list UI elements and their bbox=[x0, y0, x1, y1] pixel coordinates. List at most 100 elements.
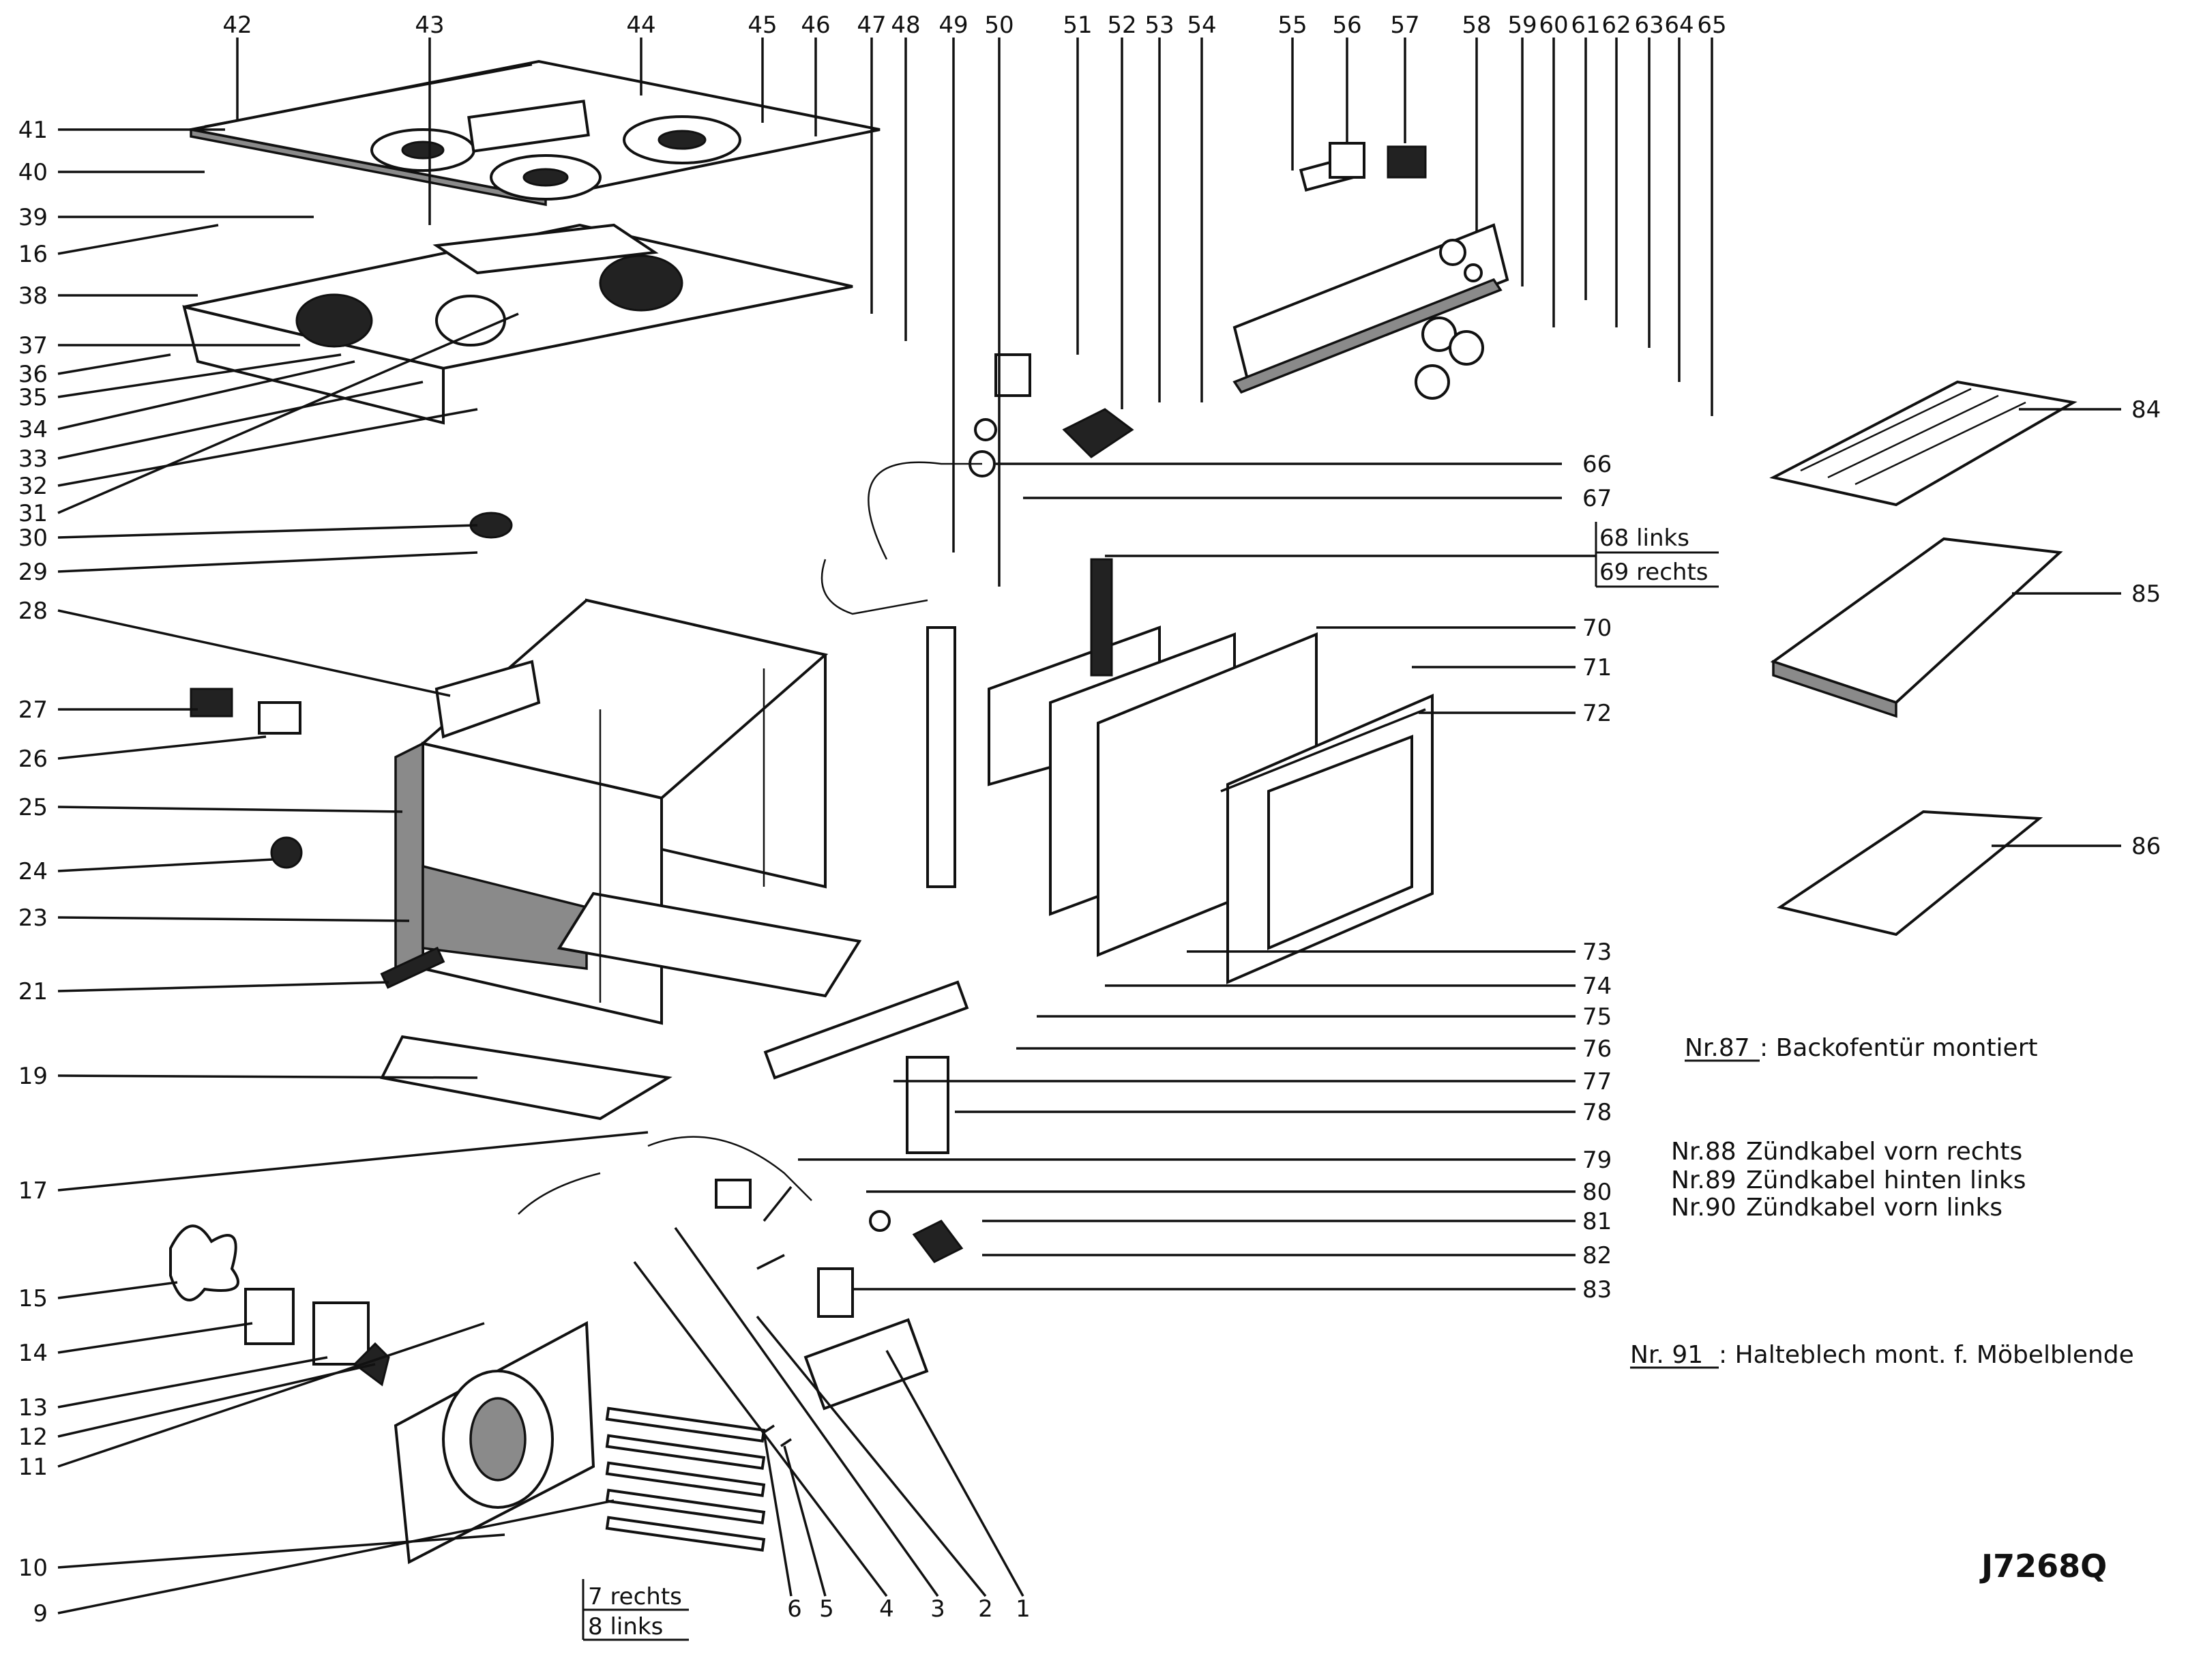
callout-86: 86 bbox=[2131, 833, 2161, 860]
oven-cavity-part bbox=[380, 598, 862, 1121]
callout-53: 53 bbox=[1144, 12, 1174, 39]
note-88-id: Nr.88 bbox=[1671, 1138, 1736, 1166]
callout-3: 3 bbox=[930, 1595, 945, 1623]
callout-21: 21 bbox=[18, 978, 48, 1005]
callout-37: 37 bbox=[18, 332, 48, 359]
callout-10: 10 bbox=[18, 1554, 48, 1582]
callout-39: 39 bbox=[18, 204, 48, 231]
note-91-id: Nr. 91 bbox=[1630, 1341, 1703, 1369]
callout-81: 81 bbox=[1582, 1208, 1612, 1235]
callout-17: 17 bbox=[18, 1177, 48, 1205]
callout-9: 9 bbox=[33, 1600, 48, 1627]
callout-33: 33 bbox=[18, 445, 48, 473]
note-90-id: Nr.90 bbox=[1671, 1194, 1736, 1222]
callout-71: 71 bbox=[1582, 654, 1612, 681]
leader-lines bbox=[57, 38, 2121, 1615]
callout-72: 72 bbox=[1582, 700, 1612, 727]
burner-base-part bbox=[182, 223, 853, 425]
note-88-text: Zündkabel vorn rechts bbox=[1746, 1138, 2022, 1166]
callout-77: 77 bbox=[1582, 1068, 1612, 1095]
callout-73: 73 bbox=[1582, 939, 1612, 966]
boxed-label-7-8: 7 rechts 8 links bbox=[582, 1579, 689, 1641]
callout-65: 65 bbox=[1697, 12, 1726, 39]
callout-61: 61 bbox=[1571, 12, 1600, 39]
callout-29: 29 bbox=[18, 559, 48, 586]
callout-50: 50 bbox=[984, 12, 1014, 39]
callout-2: 2 bbox=[978, 1595, 993, 1623]
note-91-text: : Halteblech mont. f. Möbelblende bbox=[1719, 1341, 2134, 1369]
callout-42: 42 bbox=[222, 12, 252, 39]
callout-60: 60 bbox=[1539, 12, 1568, 39]
boxed-label-68-69: 68 links 69 rechts bbox=[1595, 522, 1719, 588]
callout-48: 48 bbox=[891, 12, 920, 39]
callout-40: 40 bbox=[18, 159, 48, 186]
callout-15: 15 bbox=[18, 1285, 48, 1312]
callout-78: 78 bbox=[1582, 1099, 1612, 1126]
callout-63: 63 bbox=[1634, 12, 1664, 39]
label-69-rechts: 69 rechts bbox=[1599, 559, 1709, 586]
callout-5: 5 bbox=[819, 1595, 834, 1623]
callout-83: 83 bbox=[1582, 1276, 1612, 1303]
callout-34: 34 bbox=[18, 416, 48, 443]
callout-64: 64 bbox=[1664, 12, 1694, 39]
callout-11: 11 bbox=[18, 1454, 48, 1481]
callout-66: 66 bbox=[1582, 451, 1612, 478]
callout-25: 25 bbox=[18, 794, 48, 821]
callout-59: 59 bbox=[1507, 12, 1537, 39]
note-89-id: Nr.89 bbox=[1671, 1166, 1736, 1194]
trays-part bbox=[1769, 380, 2078, 937]
callout-54: 54 bbox=[1187, 12, 1216, 39]
callout-38: 38 bbox=[18, 282, 48, 310]
callout-6: 6 bbox=[787, 1595, 802, 1623]
callout-31: 31 bbox=[18, 500, 48, 527]
callout-12: 12 bbox=[18, 1424, 48, 1451]
callout-4: 4 bbox=[879, 1595, 894, 1623]
callout-47: 47 bbox=[857, 12, 886, 39]
callout-52: 52 bbox=[1107, 12, 1136, 39]
callout-51: 51 bbox=[1063, 12, 1092, 39]
control-panel-part bbox=[1232, 142, 1509, 400]
callout-62: 62 bbox=[1601, 12, 1631, 39]
callout-46: 46 bbox=[801, 12, 830, 39]
callout-24: 24 bbox=[18, 858, 48, 885]
label-68-links: 68 links bbox=[1599, 525, 1689, 552]
callout-43: 43 bbox=[415, 12, 444, 39]
callout-76: 76 bbox=[1582, 1035, 1612, 1063]
cooktop-part bbox=[190, 59, 881, 207]
callout-74: 74 bbox=[1582, 973, 1612, 1000]
callout-28: 28 bbox=[18, 598, 48, 625]
callout-49: 49 bbox=[938, 12, 968, 39]
callout-41: 41 bbox=[18, 117, 48, 144]
callout-13: 13 bbox=[18, 1394, 48, 1421]
oven-door-part bbox=[926, 558, 1434, 985]
callout-19: 19 bbox=[18, 1063, 48, 1090]
callout-1: 1 bbox=[1016, 1595, 1031, 1623]
callout-30: 30 bbox=[18, 525, 48, 552]
callout-14: 14 bbox=[18, 1340, 48, 1367]
callout-82: 82 bbox=[1582, 1242, 1612, 1269]
callout-57: 57 bbox=[1390, 12, 1419, 39]
label-8-links: 8 links bbox=[588, 1613, 663, 1640]
callout-55: 55 bbox=[1277, 12, 1307, 39]
callout-80: 80 bbox=[1582, 1179, 1612, 1206]
small-parts bbox=[169, 353, 1134, 1447]
label-7-rechts: 7 rechts bbox=[588, 1583, 682, 1610]
callout-35: 35 bbox=[18, 384, 48, 411]
callout-84: 84 bbox=[2131, 396, 2161, 424]
fan-housing-part bbox=[394, 1321, 766, 1565]
note-90-text: Zündkabel vorn links bbox=[1746, 1194, 2002, 1222]
callout-58: 58 bbox=[1462, 12, 1491, 39]
callout-23: 23 bbox=[18, 904, 48, 932]
callout-16: 16 bbox=[18, 241, 48, 268]
callout-44: 44 bbox=[626, 12, 655, 39]
callout-32: 32 bbox=[18, 473, 48, 500]
callout-67: 67 bbox=[1582, 485, 1612, 512]
callout-27: 27 bbox=[18, 696, 48, 724]
note-89-text: Zündkabel hinten links bbox=[1746, 1166, 2026, 1194]
note-87-text: : Backofentür montiert bbox=[1760, 1034, 2038, 1062]
callout-26: 26 bbox=[18, 746, 48, 773]
notes-block: Nr.87 : Backofentür montiert Nr.88 Zündk… bbox=[1630, 1034, 2134, 1369]
callout-70: 70 bbox=[1582, 615, 1612, 642]
